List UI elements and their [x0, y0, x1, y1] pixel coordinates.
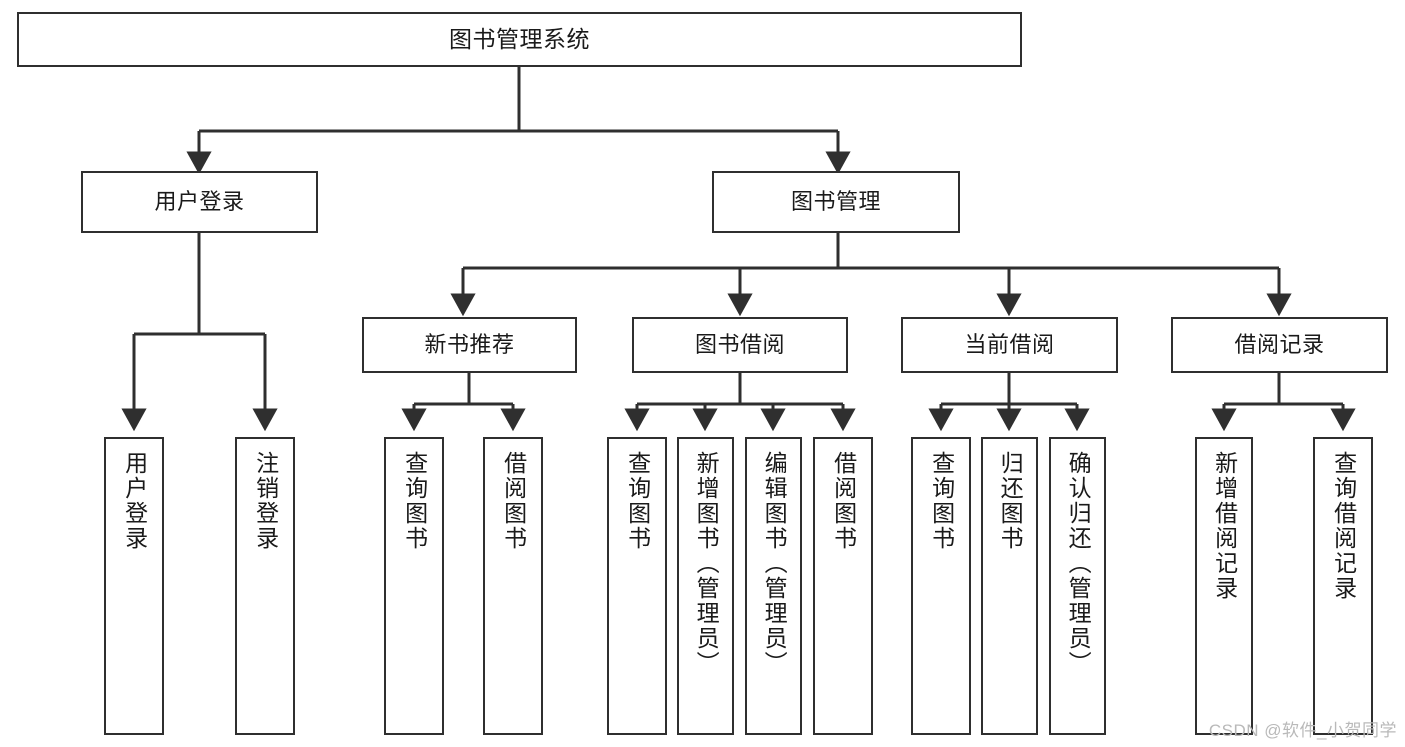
node-leaf-add-borrow-record[interactable]: 新增借阅记录	[1195, 437, 1253, 735]
node-leaf-add-book-admin[interactable]: 新增图书（管理员）	[677, 437, 734, 735]
node-leaf-borrow-book[interactable]: 借阅图书	[813, 437, 873, 735]
node-label: 借阅图书	[830, 451, 857, 551]
node-root-book-management-system[interactable]: 图书管理系统	[17, 12, 1022, 67]
node-label: 新增图书（管理员）	[693, 451, 720, 676]
node-leaf-borrow-book-recommend[interactable]: 借阅图书	[483, 437, 543, 735]
node-label: 用户登录	[154, 188, 245, 214]
node-label: 编辑图书（管理员）	[761, 451, 788, 676]
node-label: 确认归还（管理员）	[1065, 451, 1092, 676]
node-leaf-confirm-return-admin[interactable]: 确认归还（管理员）	[1049, 437, 1106, 735]
node-leaf-edit-book-admin[interactable]: 编辑图书（管理员）	[745, 437, 802, 735]
node-leaf-return-book[interactable]: 归还图书	[981, 437, 1038, 735]
node-label: 查询图书	[401, 451, 428, 551]
node-new-book-recommend[interactable]: 新书推荐	[362, 317, 577, 373]
node-leaf-user-login[interactable]: 用户登录	[104, 437, 164, 735]
node-label: 查询图书	[928, 451, 955, 551]
node-label: 查询图书	[624, 451, 651, 551]
node-leaf-query-book-recommend[interactable]: 查询图书	[384, 437, 444, 735]
node-label: 查询借阅记录	[1330, 451, 1357, 601]
node-label: 归还图书	[997, 451, 1024, 551]
node-label: 图书管理系统	[449, 25, 590, 52]
node-leaf-logout[interactable]: 注销登录	[235, 437, 295, 735]
node-label: 当前借阅	[964, 331, 1055, 357]
watermark-text: CSDN @软件_小贺同学	[1208, 721, 1397, 740]
node-book-borrow[interactable]: 图书借阅	[632, 317, 848, 373]
node-label: 新书推荐	[424, 331, 515, 357]
node-book-management[interactable]: 图书管理	[712, 171, 960, 233]
node-label: 用户登录	[121, 451, 148, 551]
node-user-login[interactable]: 用户登录	[81, 171, 318, 233]
node-label: 图书管理	[790, 188, 881, 214]
node-leaf-query-book-current[interactable]: 查询图书	[911, 437, 971, 735]
node-label: 借阅图书	[500, 451, 527, 551]
node-label: 图书借阅	[694, 331, 785, 357]
node-label: 新增借阅记录	[1211, 451, 1238, 601]
node-leaf-query-book-borrow[interactable]: 查询图书	[607, 437, 667, 735]
node-borrow-record[interactable]: 借阅记录	[1171, 317, 1388, 373]
node-leaf-query-borrow-record[interactable]: 查询借阅记录	[1313, 437, 1373, 735]
node-label: 借阅记录	[1234, 331, 1325, 357]
node-label: 注销登录	[252, 451, 279, 551]
node-current-borrow[interactable]: 当前借阅	[901, 317, 1118, 373]
